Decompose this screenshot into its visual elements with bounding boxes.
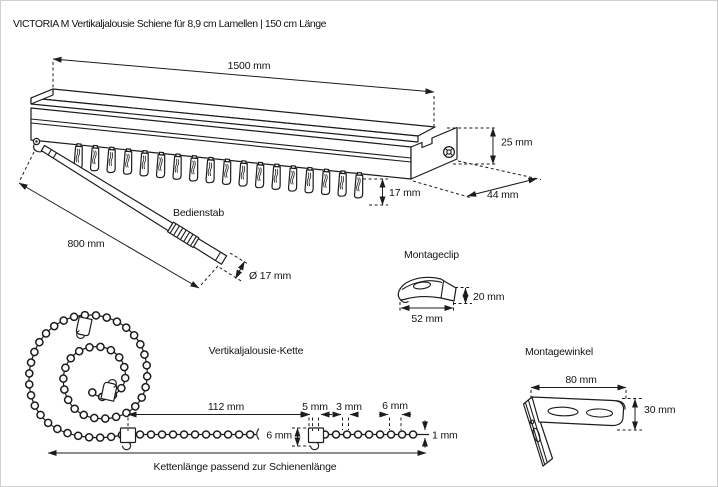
chain-gap-label: 3 mm [336, 401, 362, 413]
clip-height-dimension: 20 mm [453, 287, 505, 304]
rail-body [30, 107, 412, 180]
chain-connector-icon [307, 427, 325, 451]
chain-cord-dimension: 1 mm [421, 420, 458, 448]
chain-drawing [29, 315, 429, 451]
rail-length-dimension: 1500 mm [52, 56, 435, 126]
rod-grip [167, 221, 200, 249]
chain-bead-label: 6 mm [266, 430, 292, 442]
chain-note-label: Kettenlänge passend zur Schienenlänge [153, 461, 336, 473]
chain-total-dimension: Kettenlänge passend zur Schienenlänge [47, 449, 427, 473]
clip-name-label: Montageclip [404, 249, 459, 261]
rail-hook-length-label: 17 mm [389, 187, 421, 199]
rail-depth-label: 44 mm [487, 189, 519, 201]
rod-diameter-label: Ø 17 mm [249, 270, 292, 282]
bracket-width-dimension: 80 mm [530, 374, 627, 400]
screw-icon [443, 146, 456, 159]
rod-length-dimension: 800 mm [18, 151, 219, 289]
hook-length-dimension: 17 mm [363, 178, 421, 206]
chain-bead-dimension: 6 mm [266, 427, 310, 447]
page-title: VICTORIA M Vertikaljalousie Schiene für … [13, 18, 327, 30]
clip-height-label: 20 mm [473, 291, 505, 303]
rod-pivot-icon [32, 137, 45, 153]
chain-connector-icon [74, 316, 93, 341]
chain-cord-label: 1 mm [432, 430, 458, 442]
bracket-height-label: 30 mm [644, 404, 676, 416]
clip-width-dimension: 52 mm [399, 302, 454, 325]
clip-width-label: 52 mm [411, 313, 443, 325]
chain-connector-width-dimension: 5 mm [299, 401, 332, 431]
bracket-height-dimension: 30 mm [617, 398, 676, 431]
rail-top-plate [30, 88, 436, 143]
rod-length-label: 800 mm [67, 238, 104, 250]
clip-drawing [397, 276, 457, 304]
rail-height-dimension: 25 mm [447, 127, 533, 165]
bracket-drawing [522, 396, 626, 467]
chain-connector-width-label: 5 mm [302, 401, 328, 413]
rod-name-label: Bedienstab [173, 207, 224, 219]
rail-drawing [30, 88, 458, 199]
bracket-width-label: 80 mm [565, 374, 597, 386]
rail-height-label: 25 mm [501, 137, 533, 149]
bracket-name-label: Montagewinkel [525, 346, 593, 358]
chain-pitch-dimension: 6 mm [379, 400, 411, 430]
rail-depth-dimension: 44 mm [412, 160, 542, 201]
rail-end-cap [410, 126, 458, 180]
chain-name-label: Vertikaljalousie-Kette [209, 345, 304, 357]
rod-diameter-dimension: Ø 17 mm [219, 252, 292, 282]
chain-gap-dimension: 3 mm [332, 401, 362, 430]
chain-connector-icon [119, 427, 137, 451]
rail-length-label: 1500 mm [228, 60, 271, 72]
chain-segment-label: 112 mm [208, 401, 245, 413]
chain-segment-dimension: 112 mm [127, 401, 310, 431]
chain-pitch-label: 6 mm [382, 400, 408, 412]
chain-break-mark [256, 428, 260, 440]
